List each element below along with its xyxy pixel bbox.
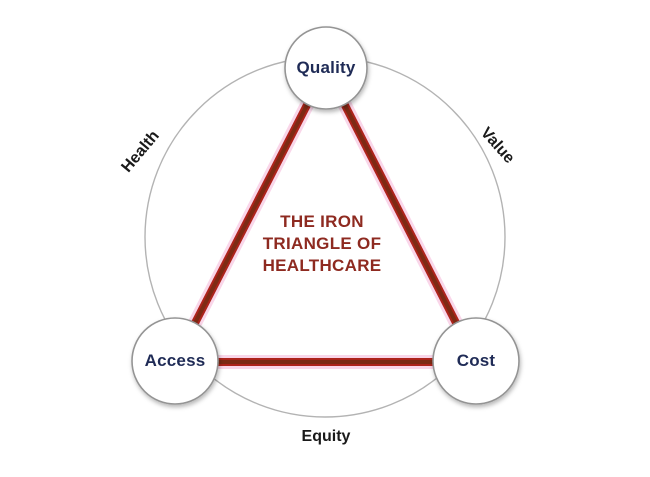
edge-core-group xyxy=(173,67,478,364)
node-label-quality: Quality xyxy=(296,58,356,77)
edge-quality-cost-core xyxy=(324,67,478,363)
diagram-title: THE IRON TRIANGLE OF HEALTHCARE xyxy=(263,211,382,277)
node-circle-access xyxy=(131,317,219,405)
node-circle-quality xyxy=(284,26,368,110)
diagram-title-line-3: HEALTHCARE xyxy=(262,256,382,275)
ring-label-equity: Equity xyxy=(301,428,351,445)
node-label-access: Access xyxy=(144,351,206,370)
edge-quality-access-core xyxy=(173,67,328,363)
node-label-cost: Cost xyxy=(456,351,496,370)
diagram-title-line-2: TRIANGLE OF xyxy=(262,234,382,253)
node-circle-group xyxy=(131,26,520,405)
diagram-title-line-1: THE IRON xyxy=(280,212,364,231)
node-circle-cost xyxy=(432,317,520,405)
